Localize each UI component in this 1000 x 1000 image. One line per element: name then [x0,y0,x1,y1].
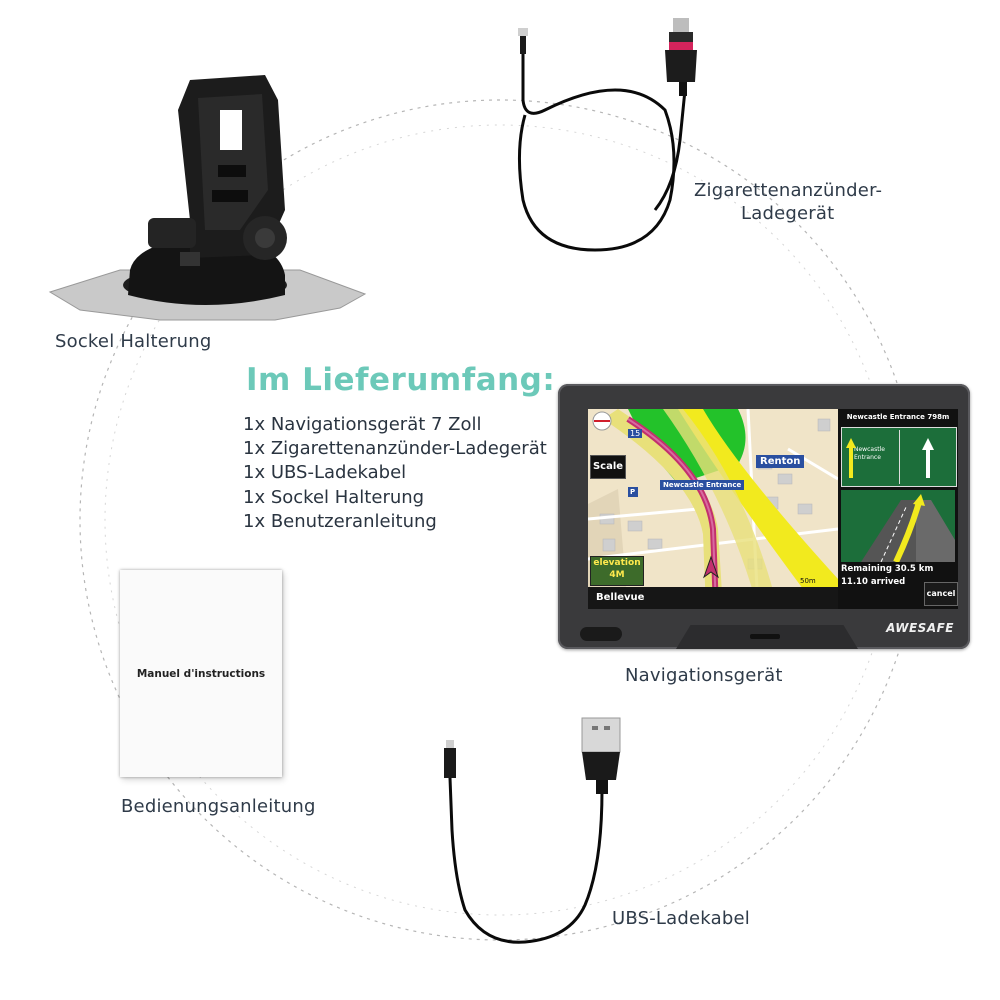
car-charger-image [517,18,697,252]
caption-charger-line2: Ladegerät [741,203,835,224]
contents-item: 1x UBS-Ladekabel [243,462,407,484]
arrow-up-icon [846,438,856,478]
contents-item: 1x Benutzeranleitung [243,510,437,532]
remaining-distance: Remaining 30.5 km [841,564,934,574]
device-screen: 15 P Scale Renton Newcastle Entrance ele… [588,409,958,609]
sign-text: Newcastle Entrance [854,446,885,462]
elevation-indicator: elevation 4M [590,556,644,586]
caption-navigator: Navigationsgerät [625,665,783,686]
card-slot [750,634,780,639]
guidance-panel: Newcastle Entrance 798m Newcastle Entran… [838,409,958,609]
speaker-grille [580,627,622,641]
road-number-label: 15 [630,429,641,438]
cancel-button[interactable]: cancel [924,582,958,606]
place-label-renton: Renton [756,455,805,468]
arrow-up-icon [922,438,934,478]
navigation-device-image: 15 P Scale Renton Newcastle Entrance ele… [558,384,970,649]
elevation-value: 4M [609,570,625,580]
elevation-label: elevation [593,558,641,568]
parking-icon: P [630,488,636,496]
street-bar [588,587,838,609]
entrance-label: Newcastle Entrance [660,480,745,490]
current-street-label: Bellevue [596,592,645,603]
highway-sign: Newcastle Entrance [841,427,957,487]
contents-item: 1x Sockel Halterung [243,486,425,508]
contents-headline: Im Lieferumfang: [246,362,556,398]
contents-item: 1x Navigationsgerät 7 Zoll [243,414,482,435]
brand-logo: AWESAFE [886,621,954,635]
caption-charger-line1: Zigarettenanzünder- [694,180,883,201]
caption-manual: Bedienungsanleitung [121,796,316,817]
scale-button[interactable]: Scale [590,455,626,479]
contents-item: 1x Zigarettenanzünder-Ladegerät [243,438,547,460]
manual-title: Manuel d'instructions [136,668,266,680]
contents-list: 1x Navigationsgerät 7 Zoll 1x Zigaretten… [243,413,547,534]
sign-text-line2: Entrance [854,454,881,461]
sign-text-line1: Newcastle [854,446,885,453]
lane-guidance-view [841,490,955,562]
usb-cable-image [444,717,621,944]
mount-holder-image [48,75,367,321]
arrival-time: 11.10 arrived [841,577,906,587]
manual-booklet-image: Manuel d'instructions [120,570,282,777]
next-turn-label: Newcastle Entrance 798m [846,413,950,421]
scale-bar-label: 50m [800,577,816,585]
caption-mount: Sockel Halterung [55,331,212,352]
caption-usb-cable: UBS-Ladekabel [612,908,750,929]
